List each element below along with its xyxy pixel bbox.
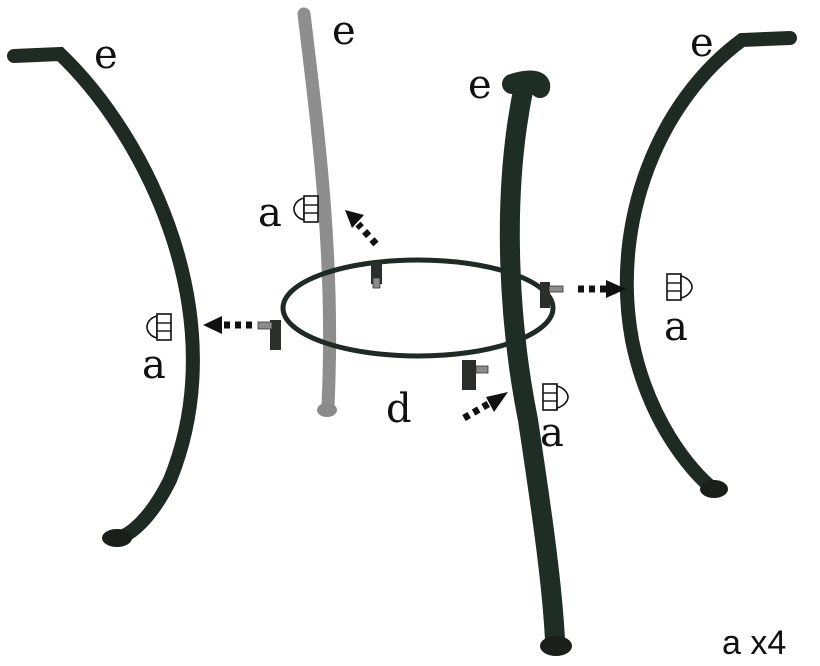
leg-back-grey — [297, 7, 337, 417]
ring-d — [257, 257, 564, 390]
arrow-icon — [578, 280, 626, 298]
end-cap-icon — [293, 195, 319, 223]
leg-label-back: e — [332, 8, 356, 54]
cap-label-front: a — [540, 410, 564, 456]
ring-bracket-front — [462, 360, 489, 390]
ring-bracket-left — [257, 320, 281, 350]
end-cap-icon — [542, 383, 569, 411]
arrow-icon — [345, 210, 379, 247]
leg-front — [499, 70, 572, 656]
leg-label-front: e — [468, 62, 492, 108]
cap-label-left: a — [142, 342, 166, 388]
ring-label: d — [386, 386, 412, 432]
ring-bracket-back — [371, 262, 382, 289]
cap-label-right: a — [664, 304, 688, 350]
ring-bracket-right — [540, 282, 564, 308]
cap-count-label: a x4 — [722, 624, 786, 662]
leg-label-right: e — [690, 20, 714, 66]
arrow-icon — [203, 316, 252, 334]
leg-left — [7, 46, 200, 547]
arrow-icon — [462, 392, 508, 422]
end-cap-icon — [666, 273, 693, 301]
leg-right — [619, 31, 797, 498]
end-cap-icon — [146, 313, 172, 341]
leg-label-left: e — [94, 32, 118, 78]
cap-label-back: a — [258, 190, 282, 236]
